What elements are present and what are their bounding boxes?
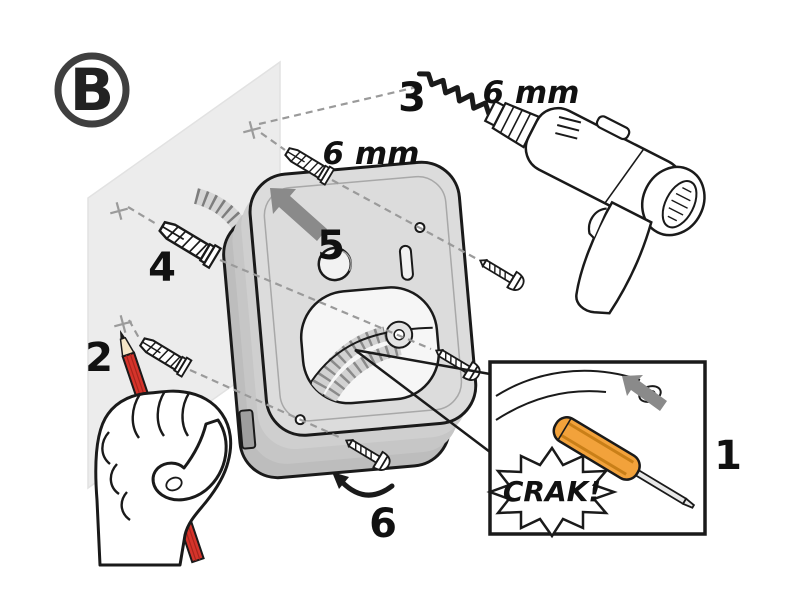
step-label-2: 2 (85, 335, 113, 381)
guide-cross-to-plug-bottom (128, 319, 140, 339)
inset-panel: CRAK! (486, 360, 707, 539)
cable-wire (495, 390, 607, 421)
guide-cross-to-drill (258, 85, 418, 126)
drill-chuck (491, 101, 541, 149)
screw-top (474, 251, 528, 295)
cross-mark-bottom (114, 315, 132, 333)
guide-plug-to-screw-top (331, 179, 478, 260)
cable-wire (495, 369, 641, 397)
step-label-5: 5 (317, 223, 345, 269)
crack-burst (486, 445, 618, 539)
guide-cross-to-plug-top (260, 132, 286, 151)
turn-arrow-icon (332, 472, 395, 498)
placement-arrow-icon (270, 188, 327, 241)
cross-mark-middle (110, 202, 128, 220)
drill-trigger (587, 207, 607, 239)
mounting-bracket (222, 160, 478, 480)
hand (94, 389, 233, 567)
guide-cross-to-plug-middle (127, 206, 159, 226)
screwdriver-handle (552, 416, 641, 481)
screwdriver (552, 416, 696, 509)
drill-bit (416, 71, 492, 117)
power-drill (416, 71, 706, 315)
drill-vents (555, 116, 582, 140)
step-label-4: 4 (148, 245, 176, 291)
plug-size-label: 6 mm (323, 136, 420, 172)
cross-mark-top (243, 121, 261, 139)
panel-label: B (70, 56, 114, 124)
alignment-guides (127, 85, 478, 439)
knockout-arrow-icon (622, 375, 667, 411)
pencil-graphite-tip (120, 330, 126, 340)
bracket-side-notch (238, 409, 257, 450)
step-label-6: 6 (369, 501, 397, 547)
step-label-1: 1 (714, 433, 742, 479)
thumb-nail (165, 476, 183, 492)
drill-handle (575, 200, 653, 315)
detail-leader-lines (354, 348, 491, 453)
guide-plug-to-screw-bottom (189, 368, 340, 439)
step-label-3: 3 (398, 75, 426, 121)
crack-sound-label: CRAK! (503, 475, 601, 508)
drill-size-label: 6 mm (483, 75, 580, 111)
bracket-slot-hole (398, 244, 414, 281)
guide-plug-to-screw-middle (219, 258, 432, 351)
panel-badge: B (54, 52, 130, 128)
drill-switch (595, 115, 631, 141)
